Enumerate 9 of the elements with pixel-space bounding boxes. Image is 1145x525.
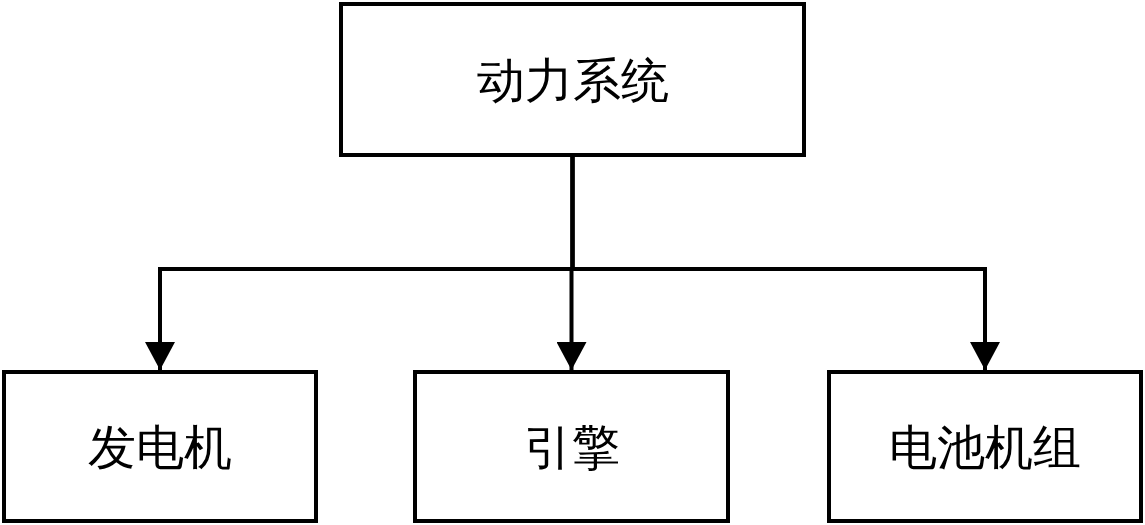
process-box xyxy=(413,370,730,523)
box-label: 动力系统 xyxy=(476,55,669,104)
process-box xyxy=(339,2,806,157)
process-box xyxy=(827,370,1143,523)
arrow xyxy=(570,157,1000,370)
box-label: 引擎 xyxy=(523,422,620,471)
box-label: 发电机 xyxy=(88,422,232,471)
box-label: 电池机组 xyxy=(889,422,1081,471)
process-box xyxy=(2,370,318,523)
